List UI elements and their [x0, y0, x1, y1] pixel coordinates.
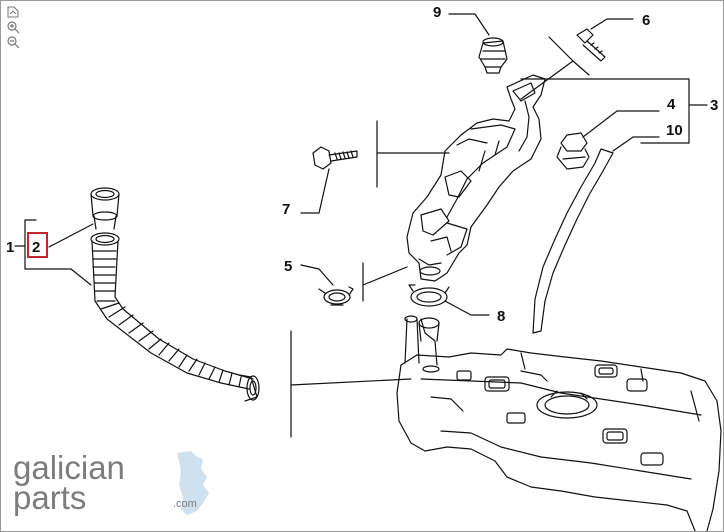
- clamp-part-8[interactable]: [408, 284, 450, 307]
- callout-4[interactable]: 4: [667, 96, 676, 113]
- zoom-in-icon[interactable]: [6, 20, 20, 34]
- callout-6[interactable]: 6: [642, 12, 650, 29]
- filler-neck-pipe[interactable]: [90, 187, 260, 402]
- clamp-part-5[interactable]: [318, 286, 354, 306]
- zoom-out-icon[interactable]: [6, 35, 20, 49]
- logo-domain-suffix: .com: [173, 498, 197, 510]
- callout-5[interactable]: 5: [284, 258, 292, 275]
- bolt-part-6[interactable]: [576, 28, 606, 62]
- selected-callout-box: [27, 232, 48, 258]
- callout-3[interactable]: 3: [710, 97, 718, 114]
- logo-word-parts: parts: [13, 479, 86, 516]
- valve-part-4[interactable]: [556, 132, 590, 170]
- fit-icon[interactable]: [6, 5, 20, 19]
- viewer-toolbar: [6, 5, 22, 49]
- callout-10[interactable]: 10: [666, 122, 683, 139]
- callout-9[interactable]: 9: [433, 4, 441, 21]
- breather-hose[interactable]: [532, 148, 614, 334]
- galicianparts-logo: galician parts .com: [13, 449, 209, 516]
- logo-word-galician: galician: [13, 449, 125, 486]
- galicia-map-icon: [177, 451, 209, 515]
- callout-7[interactable]: 7: [282, 201, 290, 218]
- callout-8[interactable]: 8: [497, 308, 505, 325]
- callout-2[interactable]: 2: [32, 239, 40, 256]
- fuel-filler-housing[interactable]: [406, 74, 546, 282]
- grommet-part-9[interactable]: [478, 37, 508, 74]
- callout-1[interactable]: 1: [6, 239, 14, 256]
- screw-part-7[interactable]: [312, 146, 358, 170]
- fuel-tank[interactable]: [396, 315, 722, 531]
